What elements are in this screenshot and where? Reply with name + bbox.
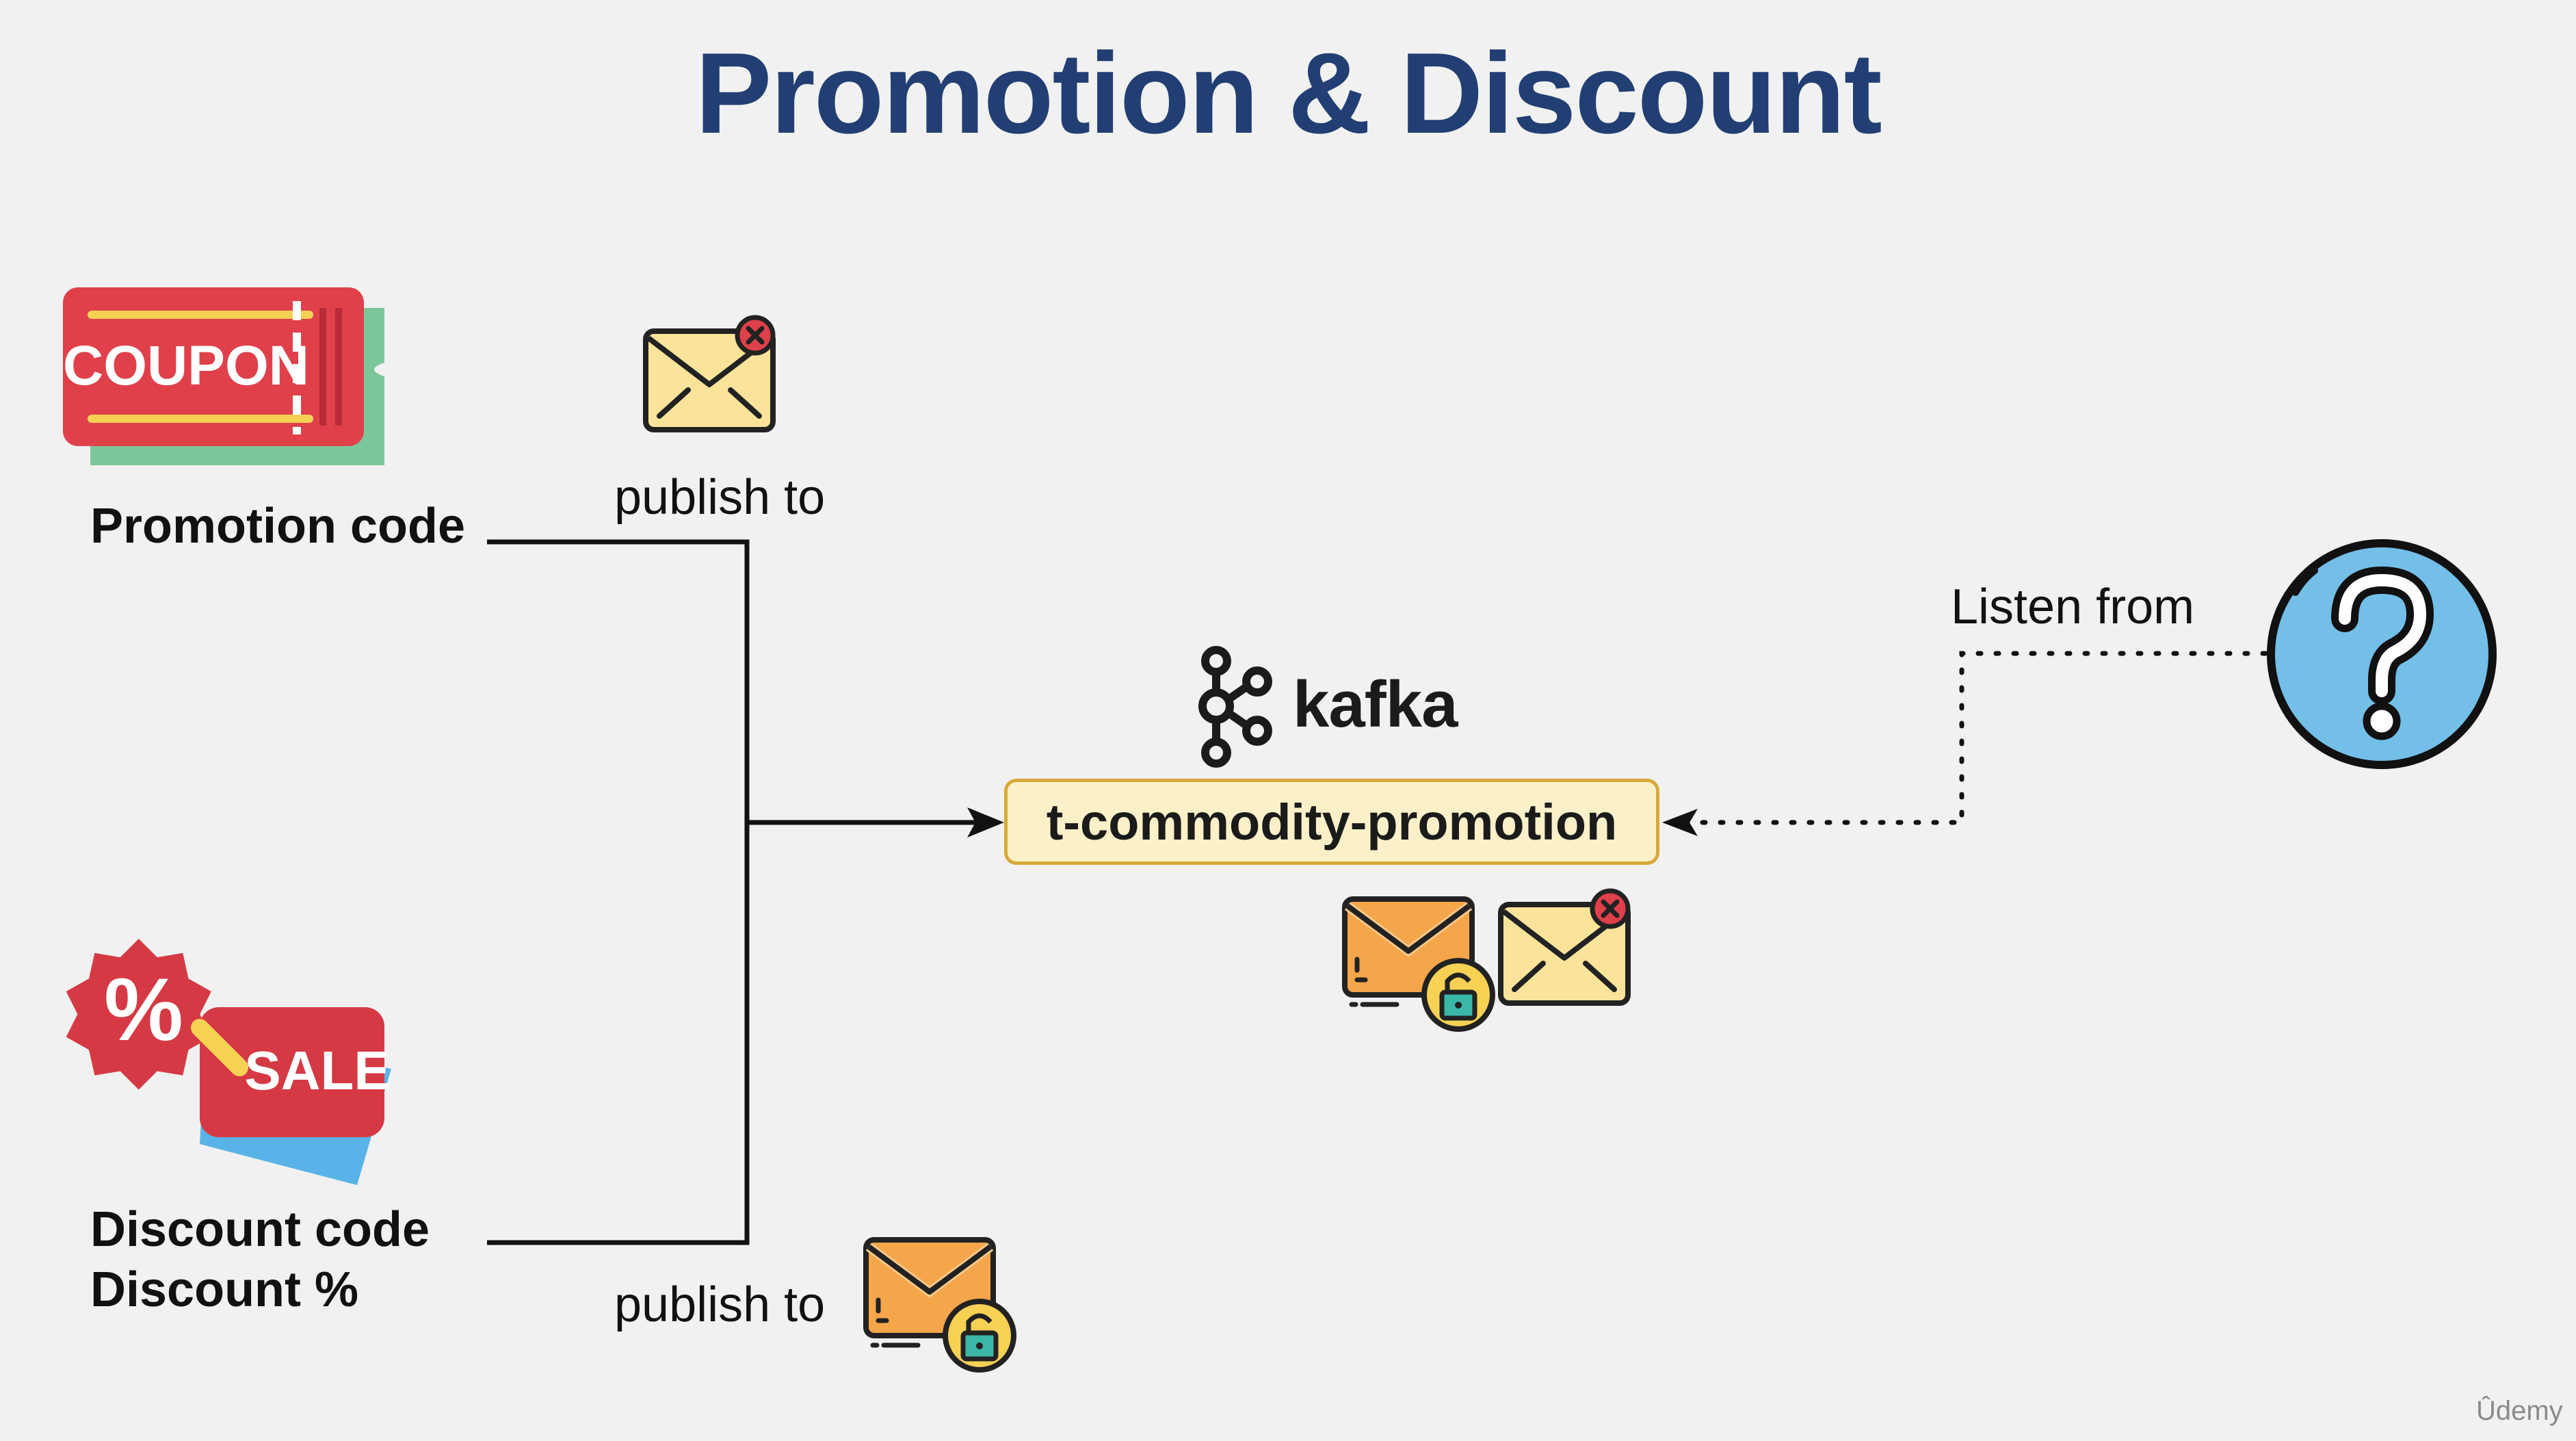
kafka-topic-label: t-commodity-promotion — [1046, 793, 1618, 851]
page-title: Promotion & Discount — [695, 29, 1882, 157]
kafka-logo-icon — [1198, 646, 1272, 768]
envelope-reject-icon — [643, 315, 776, 432]
coupon-badge-text: COUPON — [63, 335, 309, 397]
udemy-watermark: Ûdemy — [2476, 1396, 2563, 1426]
envelope-lock-icon — [863, 1237, 1016, 1373]
sale-percent-symbol: % — [104, 959, 183, 1059]
publish-to-label-top: publish to — [614, 470, 826, 525]
coupon-ticket-icon: COUPON — [63, 287, 384, 465]
question-mark-icon — [2267, 539, 2497, 769]
envelope-reject-icon-topic — [1498, 888, 1631, 1006]
listen-dotted-line — [1674, 651, 2268, 825]
sale-tag-icon: % SALE — [66, 939, 391, 1185]
discount-percent-label: Discount % — [90, 1262, 359, 1317]
kafka-wordmark: kafka — [1293, 668, 1458, 741]
discount-code-label: Discount code — [90, 1202, 430, 1257]
kafka-topic-box: t-commodity-promotion — [1004, 779, 1659, 865]
listen-from-label: Listen from — [1951, 580, 2195, 634]
publish-line-top — [487, 539, 750, 1245]
envelope-lock-icon-topic — [1342, 896, 1495, 1032]
promotion-code-label: Promotion code — [90, 499, 466, 554]
publish-to-label-bottom: publish to — [614, 1277, 826, 1332]
sale-badge-text: SALE — [244, 1040, 390, 1101]
